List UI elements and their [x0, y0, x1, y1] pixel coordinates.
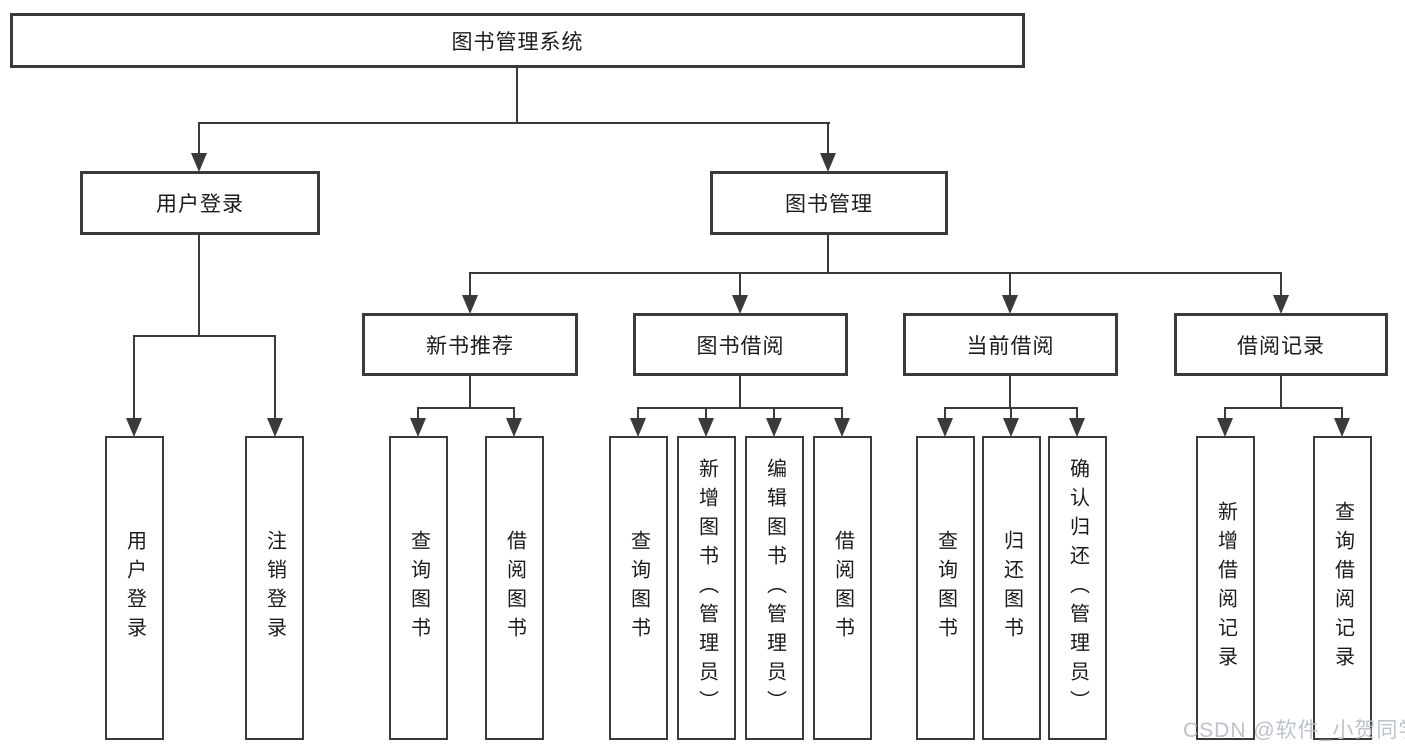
connector-level3-branch	[469, 272, 1282, 274]
arrow-down-icon	[1069, 418, 1085, 437]
watermark: CSDN @软件_小贺同学	[1183, 719, 1405, 742]
connector-book-management-stem	[827, 235, 829, 274]
connector-drop-borrow-records	[1280, 272, 1282, 300]
connector-user-login-stem	[198, 235, 200, 337]
arrow-down-icon	[766, 418, 782, 437]
connector-drop-leaf-logout	[274, 335, 276, 423]
arrow-down-icon	[698, 418, 714, 437]
arrow-down-icon	[1002, 295, 1018, 314]
connector-drop	[944, 407, 946, 423]
arrow-down-icon	[834, 418, 850, 437]
connector-drop	[1341, 407, 1343, 423]
connector-current-borrow-stem	[1009, 376, 1011, 409]
connector-drop	[417, 407, 419, 423]
connector-drop-book-management	[827, 122, 829, 158]
leaf-query-borrow-record: 查询借阅记录	[1313, 436, 1372, 740]
arrow-down-icon	[1273, 295, 1289, 314]
arrow-down-icon	[937, 418, 953, 437]
connector-drop	[773, 407, 775, 423]
connector-new-book-stem	[469, 376, 471, 409]
connector-borrow-records-stem	[1280, 376, 1282, 409]
node-book-borrow: 图书借阅	[633, 313, 848, 376]
connector-drop	[513, 407, 515, 423]
leaf-edit-book-admin: 编辑图书（管理员）	[745, 436, 804, 740]
leaf-borrow-books: 借阅图书	[813, 436, 872, 740]
connector-drop-current-borrow	[1009, 272, 1011, 300]
connector-drop	[637, 407, 639, 423]
leaf-confirm-return-admin: 确认归还（管理员）	[1048, 436, 1107, 740]
leaf-query-books-borrow: 查询图书	[609, 436, 668, 740]
connector-drop	[1010, 407, 1012, 423]
arrow-down-icon	[1003, 418, 1019, 437]
arrow-down-icon	[191, 153, 207, 172]
arrow-down-icon	[410, 418, 426, 437]
node-current-borrow: 当前借阅	[903, 313, 1118, 376]
arrow-down-icon	[1334, 418, 1350, 437]
arrow-down-icon	[506, 418, 522, 437]
connector-drop-leaf-user-login	[133, 335, 135, 423]
node-root: 图书管理系统	[10, 13, 1025, 68]
connector-drop	[1224, 407, 1226, 423]
leaf-query-books-recommend: 查询图书	[389, 436, 448, 740]
arrow-down-icon	[267, 418, 283, 437]
connector-drop-book-borrow	[739, 272, 741, 300]
leaf-logout: 注销登录	[245, 436, 304, 740]
connector-borrow-records-branch	[1224, 407, 1343, 409]
connector-drop-user-login	[198, 122, 200, 158]
connector-level2-branch	[198, 122, 830, 124]
connector-new-book-branch	[417, 407, 515, 409]
connector-book-borrow-stem	[739, 376, 741, 409]
arrow-down-icon	[462, 295, 478, 314]
connector-drop-new-book	[469, 272, 471, 300]
leaf-query-books-current: 查询图书	[916, 436, 975, 740]
leaf-borrow-books-recommend: 借阅图书	[485, 436, 544, 740]
leaf-add-book-admin: 新增图书（管理员）	[677, 436, 736, 740]
arrow-down-icon	[732, 295, 748, 314]
connector-drop	[1076, 407, 1078, 423]
leaf-return-book: 归还图书	[982, 436, 1041, 740]
leaf-add-borrow-record: 新增借阅记录	[1196, 436, 1255, 740]
node-book-management: 图书管理	[710, 171, 948, 235]
arrow-down-icon	[820, 153, 836, 172]
connector-drop	[841, 407, 843, 423]
arrow-down-icon	[630, 418, 646, 437]
node-new-book-recommend: 新书推荐	[362, 313, 578, 376]
leaf-user-login: 用户登录	[105, 436, 164, 740]
arrow-down-icon	[1217, 418, 1233, 437]
node-user-login: 用户登录	[80, 171, 320, 235]
node-borrow-records: 借阅记录	[1174, 313, 1388, 376]
connector-root-stem	[516, 68, 518, 122]
connector-user-login-branch	[133, 335, 276, 337]
connector-drop	[705, 407, 707, 423]
connector-book-borrow-branch	[637, 407, 843, 409]
arrow-down-icon	[126, 418, 142, 437]
